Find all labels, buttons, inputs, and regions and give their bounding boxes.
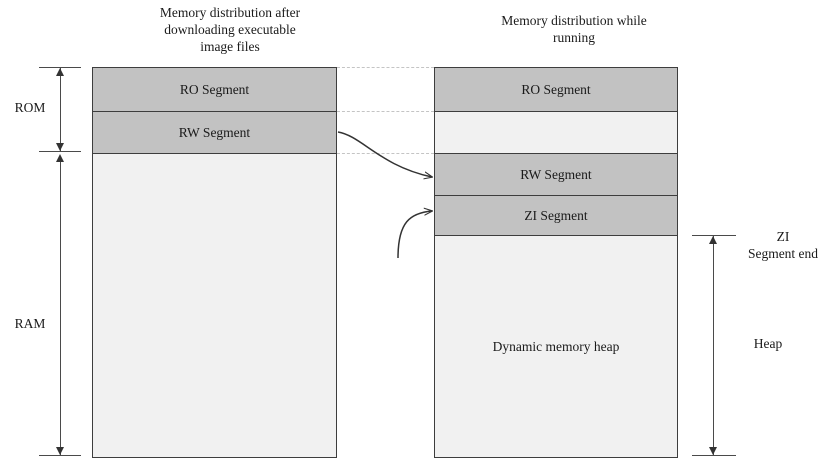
connector-dotted-rw-bottom <box>337 153 434 154</box>
left-segment-ro: RO Segment <box>93 68 336 112</box>
rom-bracket-label: ROM <box>14 100 46 115</box>
right-segment-rw: RW Segment <box>435 154 677 196</box>
zi-segment-end-tick <box>692 235 736 236</box>
left-memory-block: RO Segment RW Segment <box>92 67 337 458</box>
ram-bracket-arrow-down <box>56 447 64 455</box>
zi-segment-end-label: ZI Segment end <box>747 229 819 261</box>
right-memory-block: RO Segment RW Segment ZI Segment Dynamic… <box>434 67 678 458</box>
rom-bracket-arrow-up <box>56 68 64 76</box>
heap-bracket-tick-bottom <box>692 455 736 456</box>
connector-dotted-ro-bottom <box>337 111 434 112</box>
rom-bracket-arrow-down <box>56 143 64 151</box>
right-diagram-title: Memory distribution while running <box>501 13 647 45</box>
heap-bracket-arrow-up <box>709 236 717 244</box>
ram-bracket-line <box>60 156 61 455</box>
heap-bracket-label: Heap <box>753 336 783 351</box>
rom-bracket-tick-top <box>39 67 81 68</box>
ram-bracket-arrow-up <box>56 154 64 162</box>
connector-dotted-top <box>337 67 434 68</box>
rom-bracket-line <box>60 68 61 151</box>
right-segment-heap: Dynamic memory heap <box>435 236 677 457</box>
arrow-rw-to-rw <box>337 131 432 177</box>
left-segment-rw: RW Segment <box>93 112 336 154</box>
arrow-to-zi <box>397 211 432 259</box>
right-segment-ro: RO Segment <box>435 68 677 112</box>
right-segment-zi: ZI Segment <box>435 196 677 236</box>
right-segment-gap <box>435 112 677 154</box>
ram-bracket-label: RAM <box>14 316 46 331</box>
left-segment-free <box>93 154 336 457</box>
heap-bracket-line <box>713 236 714 455</box>
rom-bracket-tick-bottom <box>39 151 81 152</box>
ram-bracket-tick-bottom <box>39 455 81 456</box>
left-diagram-title: Memory distribution after downloading ex… <box>159 5 301 54</box>
heap-bracket-arrow-down <box>709 447 717 455</box>
